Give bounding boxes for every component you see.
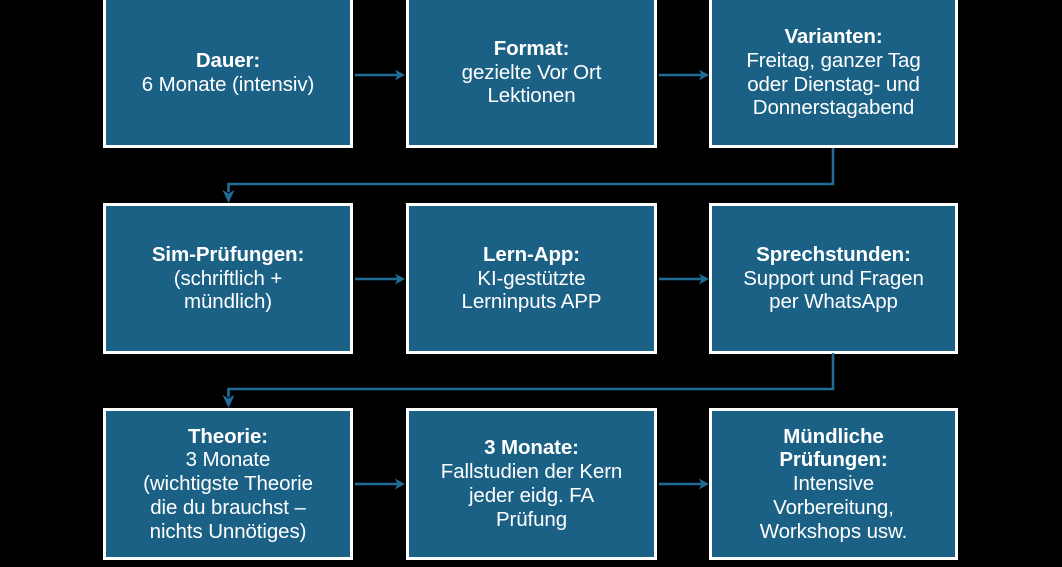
arrow-wrap-down-left-icon <box>215 353 845 409</box>
flow-box-body: 3 Monate (wichtigste Theorie die du brau… <box>143 448 313 543</box>
flow-box-body: gezielte Vor Ort Lektionen <box>461 60 602 108</box>
flow-box-3-monate[interactable]: 3 Monate: Fallstudien der Kern jeder eid… <box>406 408 657 560</box>
flow-box-muendliche-pruefungen[interactable]: Mündliche Prüfungen: Intensive Vorbereit… <box>709 408 958 560</box>
flow-box-title: Lern-App: <box>482 242 581 266</box>
flow-box-body: 6 Monate (intensiv) <box>141 72 315 96</box>
flow-box-body: Freitag, ganzer Tag oder Dienstag- und D… <box>746 48 921 120</box>
flow-box-format[interactable]: Format: gezielte Vor Ort Lektionen <box>406 0 657 148</box>
flow-box-sprechstunden[interactable]: Sprechstunden: Support und Fragen per Wh… <box>709 203 958 354</box>
flow-box-title: Varianten: <box>784 24 883 48</box>
flow-box-dauer[interactable]: Dauer: 6 Monate (intensiv) <box>103 0 353 148</box>
flow-box-title: Dauer: <box>195 48 261 72</box>
flow-box-title: Format: <box>493 36 570 60</box>
flow-box-title: Sprechstunden: <box>756 242 911 266</box>
flow-box-sim-pruefungen[interactable]: Sim-Prüfungen: (schriftlich + mündlich) <box>103 203 353 354</box>
flow-box-body: (schriftlich + mündlich) <box>173 266 283 314</box>
arrow-right-icon <box>355 272 405 286</box>
arrow-right-icon <box>659 477 709 491</box>
flow-box-body: Intensive Vorbereitung, Workshops usw. <box>759 472 908 543</box>
flow-box-theorie[interactable]: Theorie: 3 Monate (wichtigste Theorie di… <box>103 408 353 560</box>
arrow-wrap-down-left-icon <box>215 148 845 204</box>
flow-box-title: 3 Monate: <box>484 436 579 460</box>
arrow-right-icon <box>355 68 405 82</box>
arrow-right-icon <box>659 68 709 82</box>
arrow-right-icon <box>355 477 405 491</box>
flow-box-varianten[interactable]: Varianten: Freitag, ganzer Tag oder Dien… <box>709 0 958 148</box>
flow-box-title: Theorie: <box>187 424 269 448</box>
flow-box-body: KI-gestützte Lerninputs APP <box>461 266 602 314</box>
flow-box-body: Support und Fragen per WhatsApp <box>743 266 924 314</box>
flow-box-lern-app[interactable]: Lern-App: KI-gestützte Lerninputs APP <box>406 203 657 354</box>
flow-box-body: Fallstudien der Kern jeder eidg. FA Prüf… <box>440 460 623 531</box>
flow-box-title: Mündliche Prüfungen: <box>779 424 888 472</box>
arrow-right-icon <box>659 272 709 286</box>
flow-box-title: Sim-Prüfungen: <box>151 242 305 266</box>
